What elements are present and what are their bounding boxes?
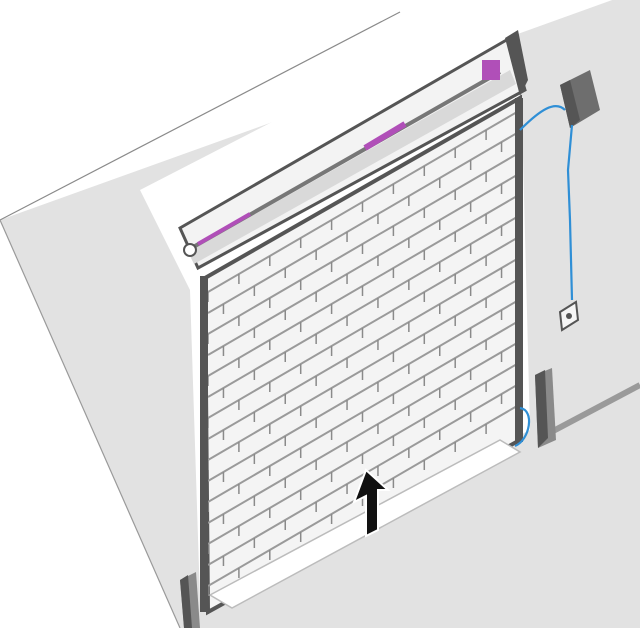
left-rail <box>200 276 208 612</box>
motor-head <box>482 60 500 80</box>
right-rail <box>515 98 523 442</box>
